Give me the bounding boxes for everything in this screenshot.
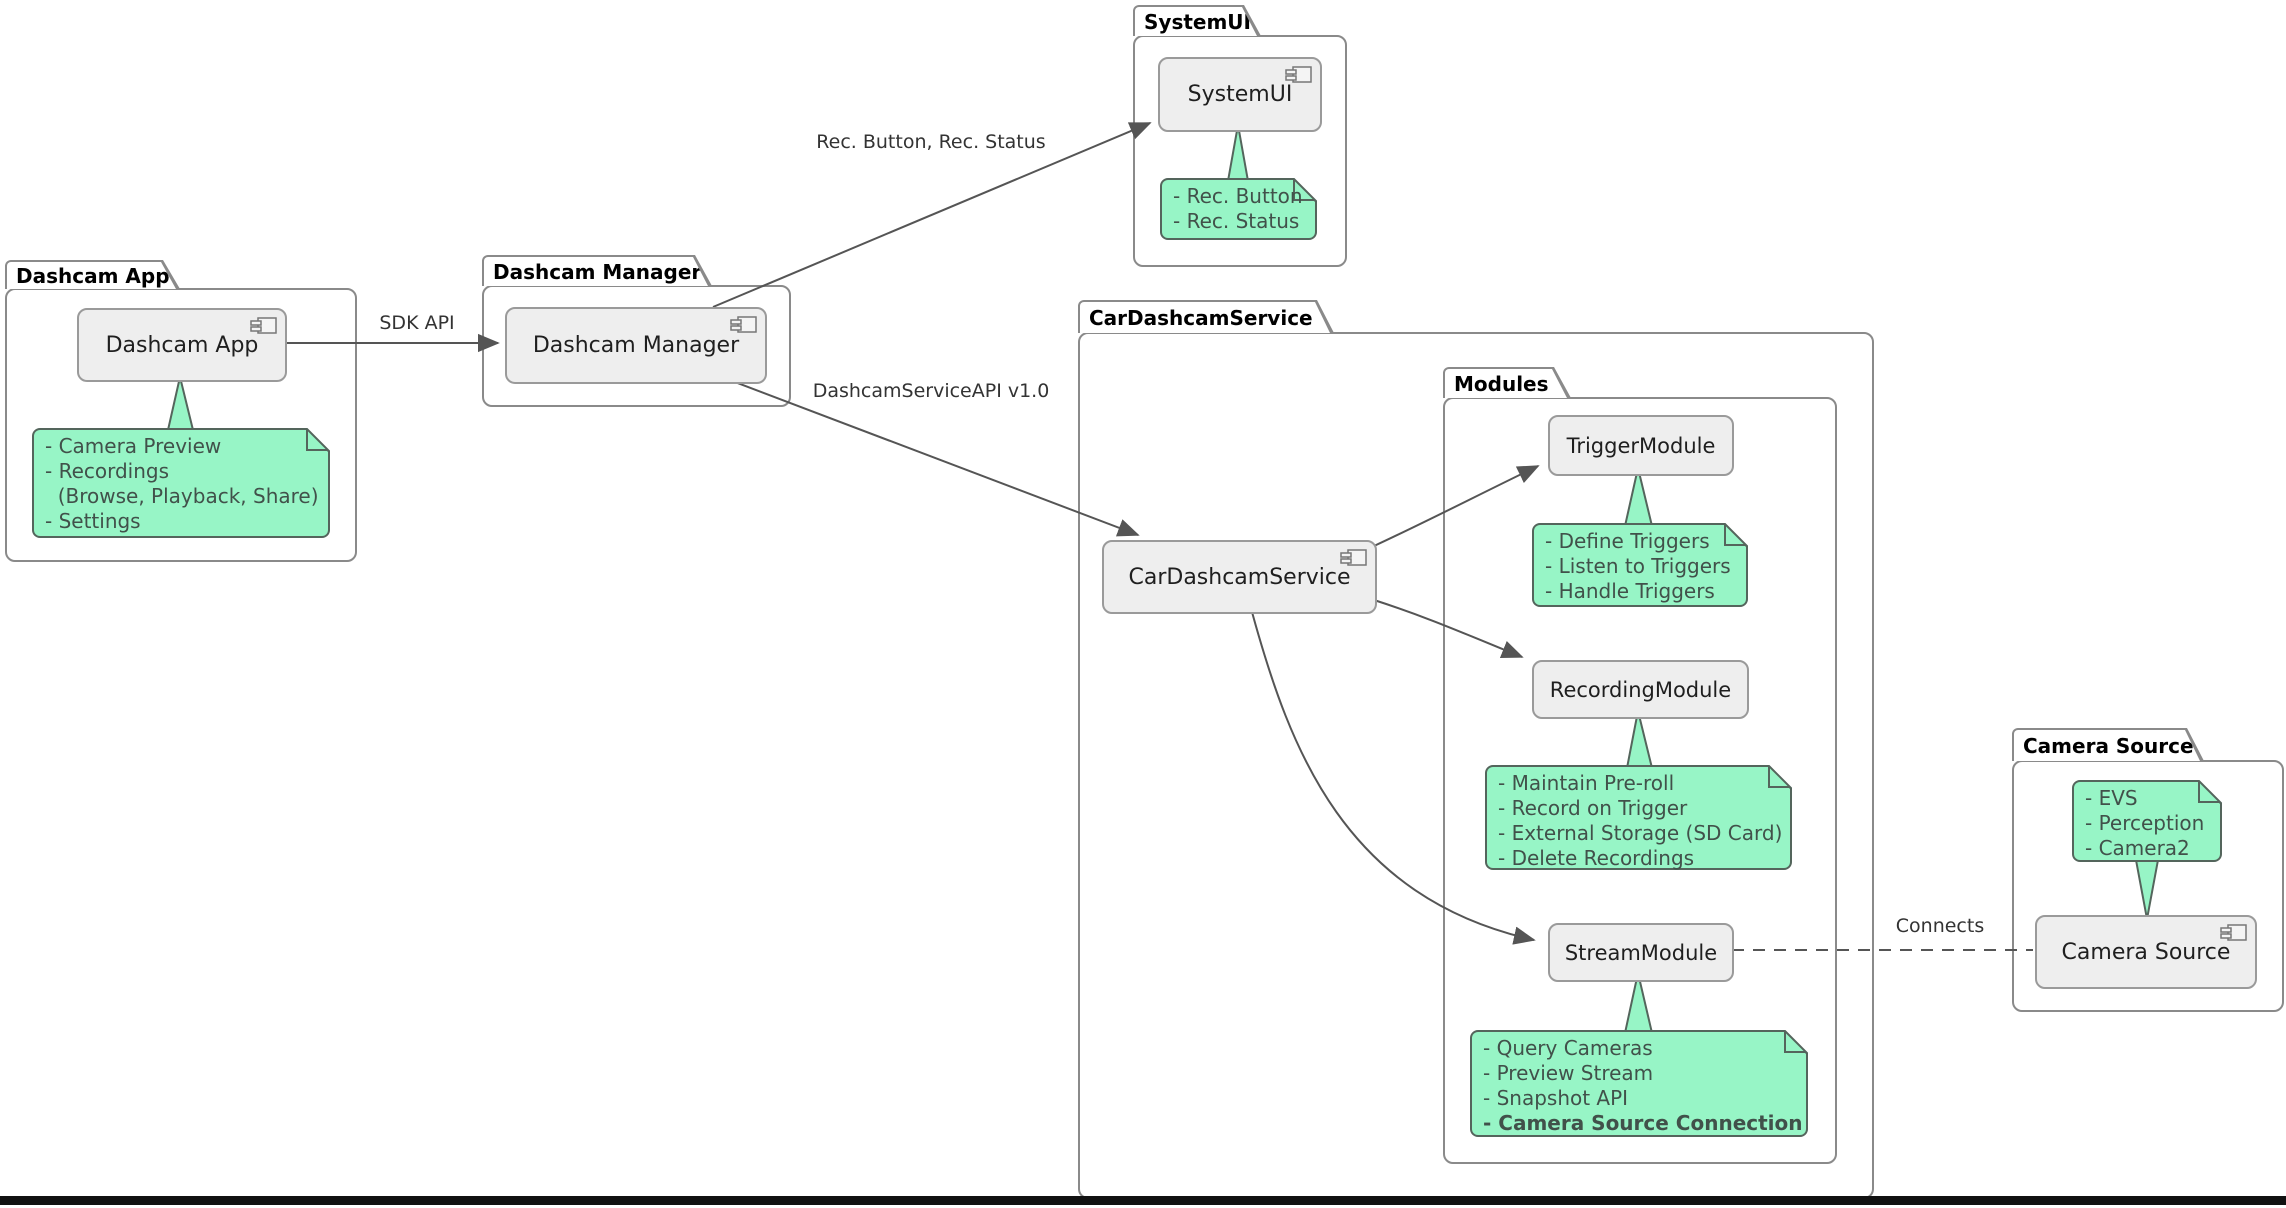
note-pointer-dashcam-app <box>166 376 195 431</box>
component-label: CarDashcamService <box>1128 564 1351 590</box>
package-title: SystemUI <box>1135 7 1257 36</box>
package-title: Dashcam App <box>7 262 176 289</box>
note-text-lines: - Query Cameras - Preview Stream - Snaps… <box>1483 1036 1654 1110</box>
component-label: Dashcam Manager <box>532 333 740 358</box>
edge-to-trigger-module <box>1373 465 1540 547</box>
component-label: StreamModule <box>1564 940 1718 965</box>
note-pointer-stream <box>1623 972 1654 1034</box>
package-tab-modules: Modules <box>1443 367 1571 398</box>
package-title: Camera Source <box>2014 730 2200 761</box>
component-stream-module: StreamModule <box>1548 923 1734 982</box>
note-fold-icon <box>2198 780 2222 803</box>
note-camera-source: - EVS - Perception - Camera2 <box>2072 780 2222 862</box>
note-text: - Rec. Button - Rec. Status <box>1173 184 1303 233</box>
package-tab-cardashcamservice: CarDashcamService <box>1078 300 1334 333</box>
package-tab-dashcam-app: Dashcam App <box>5 260 180 289</box>
note-stream-module: - Query Cameras - Preview Stream - Snaps… <box>1470 1030 1808 1137</box>
note-text-bold-line: - Camera Source Connection <box>1483 1111 1803 1135</box>
note-text: - EVS - Perception - Camera2 <box>2085 786 2205 860</box>
package-title: Modules <box>1445 369 1567 398</box>
component-recording-module: RecordingModule <box>1532 660 1749 719</box>
edge-rec-button-status <box>712 122 1152 308</box>
component-icon <box>2220 924 2247 941</box>
note-systemui: - Rec. Button - Rec. Status <box>1160 178 1317 240</box>
package-tab-systemui: SystemUI <box>1133 5 1261 36</box>
component-dashcam-app: Dashcam App <box>77 308 287 382</box>
component-icon <box>250 317 277 334</box>
edge-label-rec-button-status: Rec. Button, Rec. Status <box>816 131 1046 153</box>
note-dashcam-app: - Camera Preview - Recordings (Browse, P… <box>32 428 330 538</box>
note-trigger-module: - Define Triggers - Listen to Triggers -… <box>1532 523 1748 607</box>
package-title: CarDashcamService <box>1080 302 1330 333</box>
edge-label-dashcam-service-api: DashcamServiceAPI v1.0 <box>812 380 1050 402</box>
component-label: RecordingModule <box>1549 677 1732 702</box>
edge-dashcam-service-api <box>726 378 1140 537</box>
component-label: Dashcam App <box>105 332 259 358</box>
component-label: Camera Source <box>2061 939 2231 965</box>
edge-to-recording-module <box>1373 599 1524 658</box>
package-tab-dashcam-manager: Dashcam Manager <box>482 255 712 286</box>
note-pointer-recording <box>1625 710 1654 769</box>
component-systemui: SystemUI <box>1158 57 1322 132</box>
component-camera-source: Camera Source <box>2035 915 2257 989</box>
package-title: Dashcam Manager <box>484 257 708 286</box>
edge-label-sdk-api: SDK API <box>379 312 455 334</box>
component-label: TriggerModule <box>1566 433 1716 458</box>
note-text: - Maintain Pre-roll - Record on Trigger … <box>1498 771 1783 870</box>
note-fold-icon <box>1724 523 1748 546</box>
component-icon <box>1340 549 1367 566</box>
note-pointer-camera-source <box>2134 859 2160 920</box>
edge-to-stream-module <box>1251 611 1536 945</box>
note-recording-module: - Maintain Pre-roll - Record on Trigger … <box>1485 765 1792 870</box>
component-icon <box>1285 66 1312 83</box>
note-text: - Define Triggers - Listen to Triggers -… <box>1545 529 1731 603</box>
note-text: - Query Cameras - Preview Stream - Snaps… <box>1483 1036 1803 1136</box>
note-fold-icon <box>306 428 330 451</box>
note-pointer-trigger <box>1623 467 1654 527</box>
note-fold-icon <box>1293 178 1317 201</box>
note-pointer-systemui <box>1226 124 1250 182</box>
component-icon <box>730 316 757 333</box>
note-text: - Camera Preview - Recordings (Browse, P… <box>45 434 319 533</box>
note-fold-icon <box>1768 765 1792 788</box>
component-label: SystemUI <box>1187 82 1293 107</box>
component-cardashcamservice: CarDashcamService <box>1102 540 1377 614</box>
edge-label-connects: Connects <box>1895 915 1985 937</box>
package-tab-camera-source: Camera Source <box>2012 728 2204 761</box>
note-fold-icon <box>1784 1030 1808 1053</box>
window-bottom-bar <box>0 1196 2286 1205</box>
component-dashcam-manager: Dashcam Manager <box>505 307 767 384</box>
component-trigger-module: TriggerModule <box>1548 415 1734 476</box>
